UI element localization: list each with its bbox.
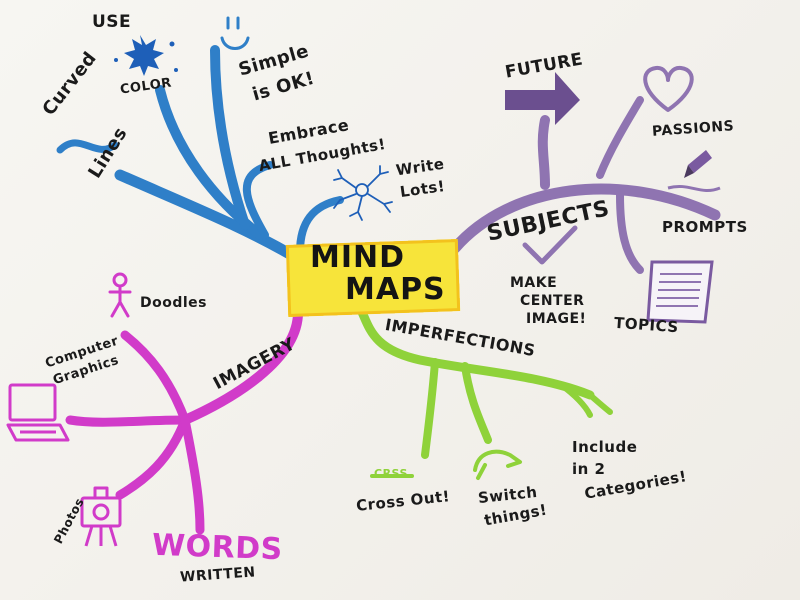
- branch-cross-out: [421, 358, 439, 459]
- label-make: MAKE: [510, 275, 558, 291]
- branch-words: [180, 415, 205, 535]
- smiley-icon: [220, 16, 250, 50]
- purple-branches: [449, 96, 721, 274]
- pen-icon: [667, 150, 721, 193]
- branch-photos: [115, 415, 190, 500]
- center-title-line2: MAPS: [345, 272, 446, 307]
- center-title-line1: MIND: [310, 240, 406, 275]
- branch-subjects: [449, 183, 721, 254]
- label-prompts: PROMPTS: [662, 218, 748, 236]
- checkmark-icon: [522, 225, 578, 265]
- branch-simple: [210, 45, 250, 230]
- blue-branches: [56, 45, 344, 266]
- branch-computer: [65, 415, 190, 427]
- label-image: IMAGE!: [526, 311, 587, 327]
- neuron-doodle-icon: [333, 165, 393, 221]
- document-icon: [646, 260, 714, 324]
- label-center: CENTER: [520, 293, 585, 309]
- blue-splat-icon: [114, 35, 178, 76]
- laptop-icon: [6, 383, 70, 442]
- heart-icon: [643, 65, 694, 112]
- switch-arrows-icon: [473, 449, 522, 480]
- branch-switch: [461, 362, 492, 444]
- label-use: USE: [92, 12, 132, 32]
- future-arrow-icon: [505, 72, 580, 125]
- branch-future: [537, 115, 550, 190]
- branch-doodles: [120, 330, 190, 425]
- green-branches: [357, 307, 613, 478]
- branch-embrace: [242, 161, 274, 239]
- branch-topics: [616, 191, 644, 274]
- branch-include: [557, 381, 593, 418]
- curved-lines-squiggle: [56, 139, 119, 154]
- branch-curved-lines: [114, 169, 306, 266]
- label-crossed-word: CRSS: [374, 467, 408, 480]
- label-in-2: in 2: [572, 460, 606, 478]
- stick-figure-icon: [108, 272, 132, 318]
- label-doodles: Doodles: [140, 295, 208, 311]
- branch-passions: [596, 96, 644, 179]
- camera-icon: [80, 486, 122, 547]
- branch-imagery: [180, 305, 304, 425]
- branch-include-2: [587, 392, 613, 415]
- magenta-branches: [65, 305, 304, 535]
- label-include: Include: [572, 438, 638, 456]
- label-words: WORDS: [151, 527, 284, 568]
